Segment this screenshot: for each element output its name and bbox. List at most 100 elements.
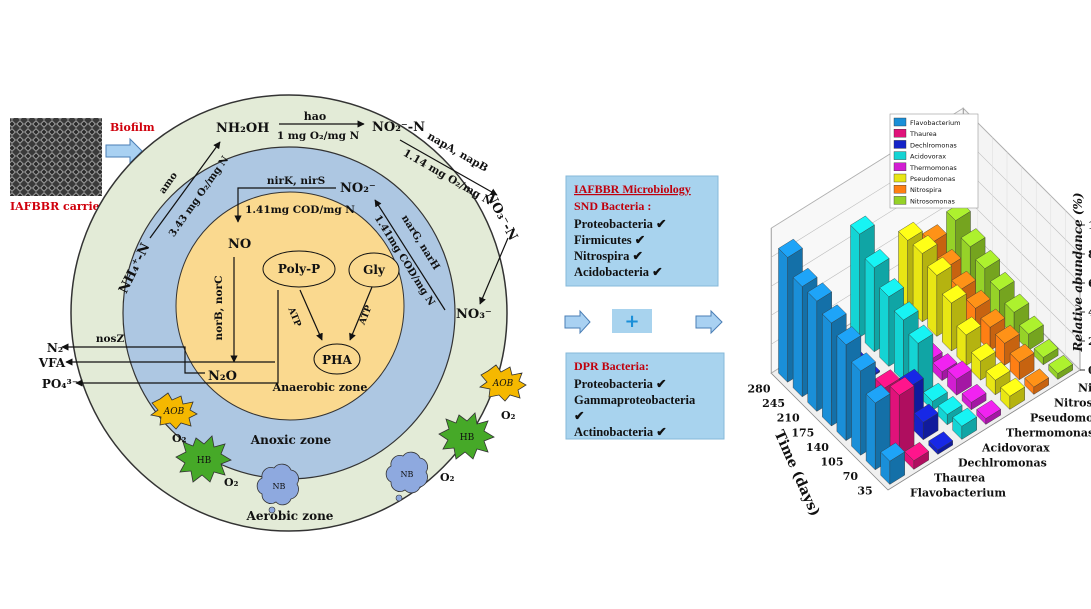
amo-arrow <box>149 141 221 239</box>
bar-top-nitrosomonas-210 <box>975 250 1001 269</box>
bar-top-acidovorax-35 <box>952 407 978 427</box>
svg-text:norB, norC: norB, norC <box>213 276 225 341</box>
o2-label-2: O₂ <box>224 476 239 489</box>
polyp-pha-arrow <box>299 289 323 341</box>
nirks-rate-label: 1.41mg COD/mg N <box>245 204 355 216</box>
bar-side-acidovorax-175 <box>894 310 904 382</box>
anoxic-zone-label: Anoxic zone <box>250 433 332 447</box>
gly-pha-arrow <box>349 286 373 341</box>
bar-top-flavobacterium-105 <box>851 352 876 372</box>
nb-badge-right: NB <box>385 451 428 502</box>
bar-side-flavobacterium-105 <box>851 361 861 456</box>
bar-top-flavobacterium-245 <box>792 267 818 287</box>
bar-top-pseudomonas-210 <box>927 256 953 276</box>
aerobic-zone-label: Aerobic zone <box>246 509 334 523</box>
bar-top-nitrosomonas-140 <box>1004 293 1030 313</box>
z-tick-label: 6 <box>1088 277 1091 290</box>
day-tick-label: 280 <box>748 383 771 396</box>
legend-swatch <box>893 151 907 160</box>
bar-top-acidovorax-245 <box>864 249 890 268</box>
bar-top-thaurea-35 <box>904 442 930 461</box>
z-tick-label: 8 <box>1088 248 1091 261</box>
z-tick-label: 4 <box>1088 306 1091 319</box>
bar-top-acidovorax-140 <box>908 324 934 344</box>
bar-side-pseudomonas-210 <box>927 265 937 337</box>
snd-item: Acidobacteria ✔ <box>574 265 663 279</box>
bar-top-nitrosomonas-105 <box>1019 315 1044 335</box>
day-tick-label: 105 <box>821 456 844 469</box>
legend-swatch <box>893 117 907 127</box>
bar-side-flavobacterium-245 <box>792 277 803 398</box>
anaerobic-zone-label: Anaerobic zone <box>272 381 368 394</box>
bar-top-nitrosomonas-245 <box>960 228 986 248</box>
bar-top-acidovorax-105 <box>923 382 948 402</box>
z-tick-label: 2 <box>1088 335 1091 348</box>
bar-top-pseudomonas-280 <box>898 221 923 241</box>
snd-item: Nitrospira ✔ <box>574 249 643 263</box>
po4-output: PO₄³⁻ <box>42 377 78 391</box>
bar-side-flavobacterium-175 <box>822 313 832 427</box>
dpr-panel: DPR Bacteria: Proteobacteria ✔ Gammaprot… <box>565 352 725 440</box>
block-arrow-2 <box>695 309 723 335</box>
polyp-label: Poly-P <box>278 262 320 276</box>
bar-top-pseudomonas-105 <box>971 342 996 362</box>
bar-top-thermomonas-70 <box>961 383 987 403</box>
genus-tick-label: Acidovorax <box>981 442 1050 455</box>
day-tick-label: 35 <box>857 485 872 498</box>
bar-side-acidovorax-245 <box>864 258 875 353</box>
block-arrow-1 <box>564 309 591 335</box>
svg-text:+: + <box>624 311 639 332</box>
legend-label: Flavobacterium <box>910 119 961 127</box>
legend-swatch <box>893 184 907 194</box>
bar-side-flavobacterium-210 <box>807 291 817 412</box>
bar-top-flavobacterium-70 <box>865 384 891 404</box>
day-tick-label: 70 <box>843 470 859 483</box>
bar-top-nitrosomonas-70 <box>1033 338 1059 358</box>
legend-label: Thermomonas <box>909 164 957 172</box>
carrier-panel: IAFBBR carrier Biofilm <box>10 118 155 213</box>
n2-output: N₂ <box>47 341 63 355</box>
o2-label-1: O₂ <box>172 432 187 445</box>
z-tick-label: 0 <box>1088 364 1091 377</box>
legend-label: Nitrosomonas <box>910 197 955 205</box>
bar-top-dechlromonas-35 <box>928 431 954 451</box>
pha-ellipse <box>313 343 361 375</box>
gly-ellipse <box>348 252 400 288</box>
po4-arrow <box>75 290 279 387</box>
svg-text:HB: HB <box>197 456 212 466</box>
nosz-arrow <box>61 343 205 374</box>
snd-panel: IAFBBR Microbiology SND Bacteria : Prote… <box>565 175 719 287</box>
aob-badge-left: AOB <box>150 392 198 430</box>
bar-top-nitrosomonas-35 <box>1048 354 1074 374</box>
bar-top-pseudomonas-245 <box>912 235 938 254</box>
napab-arrow <box>399 139 498 196</box>
y-axis-title: Relative abundance (%) <box>1071 192 1085 352</box>
day-tick-label: 175 <box>791 426 814 439</box>
hao-rate-label: 1 mg O₂/mg N <box>277 130 360 142</box>
pha-label: PHA <box>322 353 352 367</box>
bar-top-acidovorax-280 <box>850 215 875 235</box>
genus-tick-label: Pseudomonas <box>1030 412 1091 425</box>
bar-front-thaurea-70 <box>899 385 915 456</box>
gly-label: Gly <box>363 263 386 277</box>
svg-text:NB: NB <box>273 482 286 491</box>
bar-top-flavobacterium-140 <box>836 326 862 346</box>
bar-top-thermomonas-35 <box>976 399 1002 419</box>
genus-tick-label: Flavobacterium <box>910 487 1006 500</box>
bar-top-pseudomonas-70 <box>985 361 1011 381</box>
bar-top-acidovorax-175 <box>893 301 919 321</box>
day-tick-label: 210 <box>777 412 800 425</box>
dpr-item: ✔ <box>574 409 584 423</box>
nirks-arrow <box>234 187 336 223</box>
snd-item: Proteobacteria ✔ <box>574 217 667 231</box>
chart-gridline <box>771 107 1081 229</box>
bar-top-nitrospira-175 <box>965 289 991 309</box>
genus-tick-label: Thaurea <box>934 472 985 485</box>
snd-item: Firmicutes ✔ <box>574 233 645 247</box>
bar-top-thermomonas-105 <box>947 360 972 380</box>
no3-to-inner-arrow <box>479 237 509 305</box>
day-tick-label: 140 <box>806 441 829 454</box>
bar-side-pseudomonas-175 <box>942 293 952 352</box>
nirks-label: nirK, nirS <box>267 175 325 187</box>
legend-label: Acidovorax <box>910 153 946 161</box>
